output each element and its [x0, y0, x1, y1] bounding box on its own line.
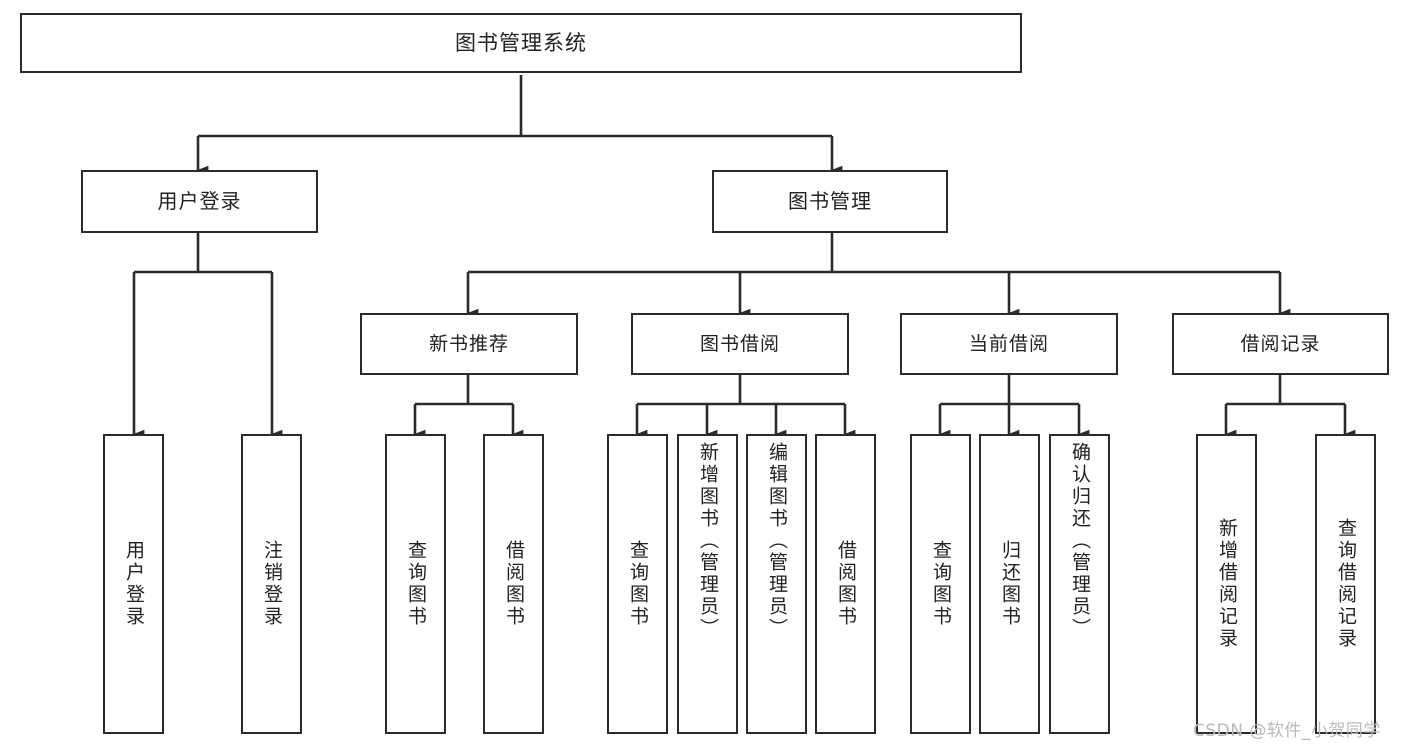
node-leaf-query-record[interactable]: 查询借阅记录 — [1315, 434, 1376, 734]
node-leaf-logout-login[interactable]: 注销登录 — [241, 434, 302, 734]
node-leaf-edit-book[interactable]: 编辑图书（管理员） — [746, 434, 807, 734]
node-root-label: 图书管理系统 — [455, 30, 587, 55]
node-leaf-query-book-3[interactable]: 查询图书 — [910, 434, 971, 734]
node-root-system[interactable]: 图书管理系统 — [20, 13, 1022, 73]
node-leaf-borrow-book-1[interactable]: 借阅图书 — [483, 434, 544, 734]
node-leaf-query-record-label: 查询借阅记录 — [1335, 518, 1357, 650]
node-new-book-recommend-label: 新书推荐 — [428, 332, 509, 355]
node-leaf-query-book-1[interactable]: 查询图书 — [385, 434, 446, 734]
node-leaf-query-book-1-label: 查询图书 — [405, 540, 427, 628]
node-leaf-query-book-2-label: 查询图书 — [627, 540, 649, 628]
node-current-borrow[interactable]: 当前借阅 — [900, 313, 1118, 375]
node-leaf-logout-login-label: 注销登录 — [261, 540, 283, 628]
node-leaf-user-login-label: 用户登录 — [123, 540, 145, 628]
node-book-borrow[interactable]: 图书借阅 — [631, 313, 849, 375]
node-leaf-confirm-return[interactable]: 确认归还（管理员） — [1049, 434, 1110, 734]
node-current-borrow-label: 当前借阅 — [968, 332, 1049, 355]
node-book-manage[interactable]: 图书管理 — [712, 170, 948, 233]
node-user-login-label: 用户登录 — [157, 188, 242, 213]
node-leaf-user-login[interactable]: 用户登录 — [103, 434, 164, 734]
node-leaf-add-book-label: 新增图书（管理员） — [697, 442, 719, 640]
node-leaf-borrow-book-2-label: 借阅图书 — [835, 540, 857, 628]
node-book-manage-label: 图书管理 — [788, 188, 872, 213]
node-new-book-recommend[interactable]: 新书推荐 — [360, 313, 578, 375]
node-book-borrow-label: 图书借阅 — [699, 332, 780, 355]
node-borrow-record-label: 借阅记录 — [1240, 332, 1321, 355]
node-leaf-return-book-label: 归还图书 — [999, 540, 1021, 628]
node-leaf-edit-book-label: 编辑图书（管理员） — [766, 442, 788, 640]
node-leaf-confirm-return-label: 确认归还（管理员） — [1069, 442, 1091, 640]
node-leaf-query-book-3-label: 查询图书 — [930, 540, 952, 628]
node-user-login[interactable]: 用户登录 — [81, 170, 318, 233]
node-leaf-borrow-book-1-label: 借阅图书 — [503, 540, 525, 628]
node-leaf-return-book[interactable]: 归还图书 — [979, 434, 1040, 734]
node-leaf-add-record[interactable]: 新增借阅记录 — [1196, 434, 1257, 734]
node-leaf-add-book[interactable]: 新增图书（管理员） — [677, 434, 738, 734]
node-leaf-add-record-label: 新增借阅记录 — [1216, 518, 1238, 650]
node-leaf-query-book-2[interactable]: 查询图书 — [607, 434, 668, 734]
csdn-watermark: CSDN @软件_小贺同学 — [1193, 721, 1381, 741]
node-leaf-borrow-book-2[interactable]: 借阅图书 — [815, 434, 876, 734]
node-borrow-record[interactable]: 借阅记录 — [1172, 313, 1389, 375]
